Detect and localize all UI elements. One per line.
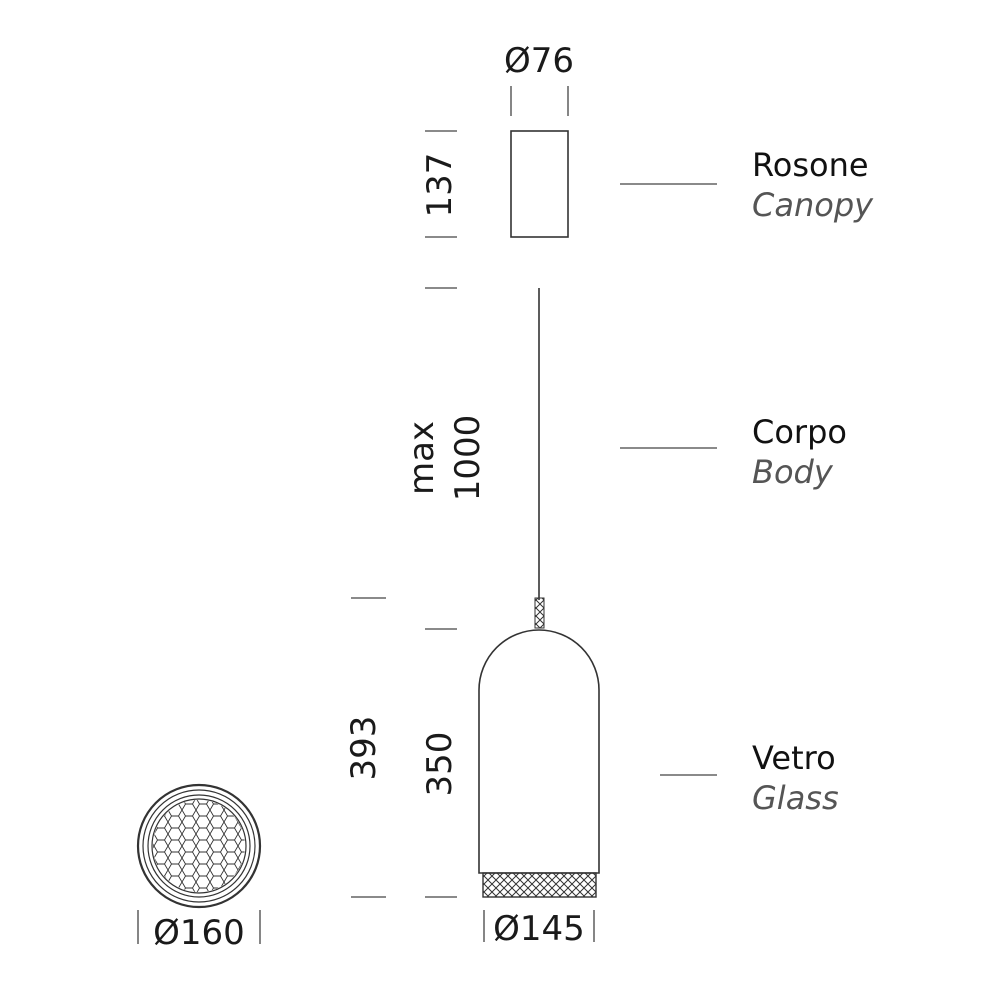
- cable-grip: [534, 597, 545, 629]
- top-view-diameter-dimension: Ø160: [137, 910, 261, 953]
- top-view-diameter-value: Ø160: [153, 913, 245, 953]
- honeycomb-grid: [153, 800, 245, 892]
- cable-length-value: 1000: [448, 415, 488, 502]
- glass-height-value: 350: [420, 732, 460, 797]
- canopy-diameter-dimension: Ø76: [504, 41, 574, 116]
- canopy-diameter-value: Ø76: [504, 41, 574, 81]
- glass-height-dimension: 350: [420, 732, 460, 898]
- canopy-height-dimension: 137: [420, 130, 460, 238]
- part-name-it: Rosone: [752, 146, 869, 184]
- part-label-glass: Vetro Glass: [660, 739, 839, 817]
- canopy-height-value: 137: [420, 153, 460, 218]
- glass-body-outline: [478, 629, 600, 874]
- total-height-value: 393: [344, 716, 384, 781]
- part-name-it: Corpo: [752, 413, 847, 451]
- part-label-canopy: Rosone Canopy: [620, 146, 874, 224]
- glass-diameter-dimension: Ø145: [483, 909, 595, 949]
- cable-length-dimension: max 1000: [402, 287, 488, 630]
- glass-base-ring: [482, 872, 597, 898]
- canopy-outline: [510, 130, 569, 238]
- part-name-it: Vetro: [752, 739, 836, 777]
- part-name-en: Glass: [752, 779, 839, 817]
- cable-max-label: max: [402, 421, 442, 495]
- total-height-dimension: 393: [344, 597, 386, 898]
- part-name-en: Body: [752, 453, 834, 491]
- glass-diameter-value: Ø145: [493, 909, 585, 949]
- part-label-body: Corpo Body: [620, 413, 847, 491]
- part-name-en: Canopy: [752, 186, 874, 224]
- top-view: [136, 783, 262, 909]
